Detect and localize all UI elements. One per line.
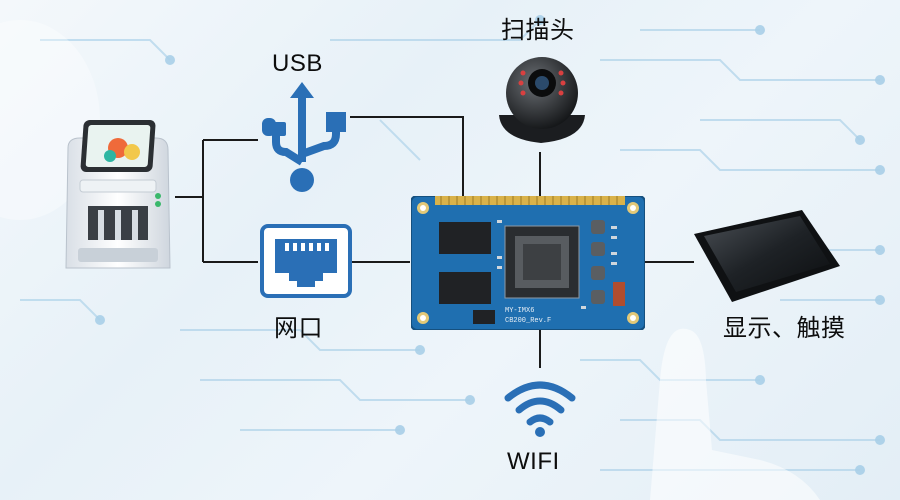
wifi-icon: [504, 381, 576, 437]
usb-icon: [262, 82, 346, 192]
touch-display-icon: [694, 210, 840, 302]
wifi-label: WIFI: [507, 448, 560, 475]
usb-label: USB: [272, 50, 323, 77]
network-label: 网口: [274, 315, 323, 342]
board-silkscreen-model: MY-IMX6: [505, 307, 534, 315]
camera-label: 扫描头: [501, 17, 575, 44]
medical-device-icon: [65, 120, 171, 269]
usb-to-board: [350, 116, 464, 198]
ethernet-port-icon: [260, 224, 352, 298]
core-board-icon: MY-IMX6 CB200_Rev.F: [411, 196, 645, 330]
display-label: 显示、触摸: [723, 315, 846, 342]
camera-icon: [499, 57, 585, 143]
board-silkscreen-rev: CB200_Rev.F: [505, 317, 551, 325]
